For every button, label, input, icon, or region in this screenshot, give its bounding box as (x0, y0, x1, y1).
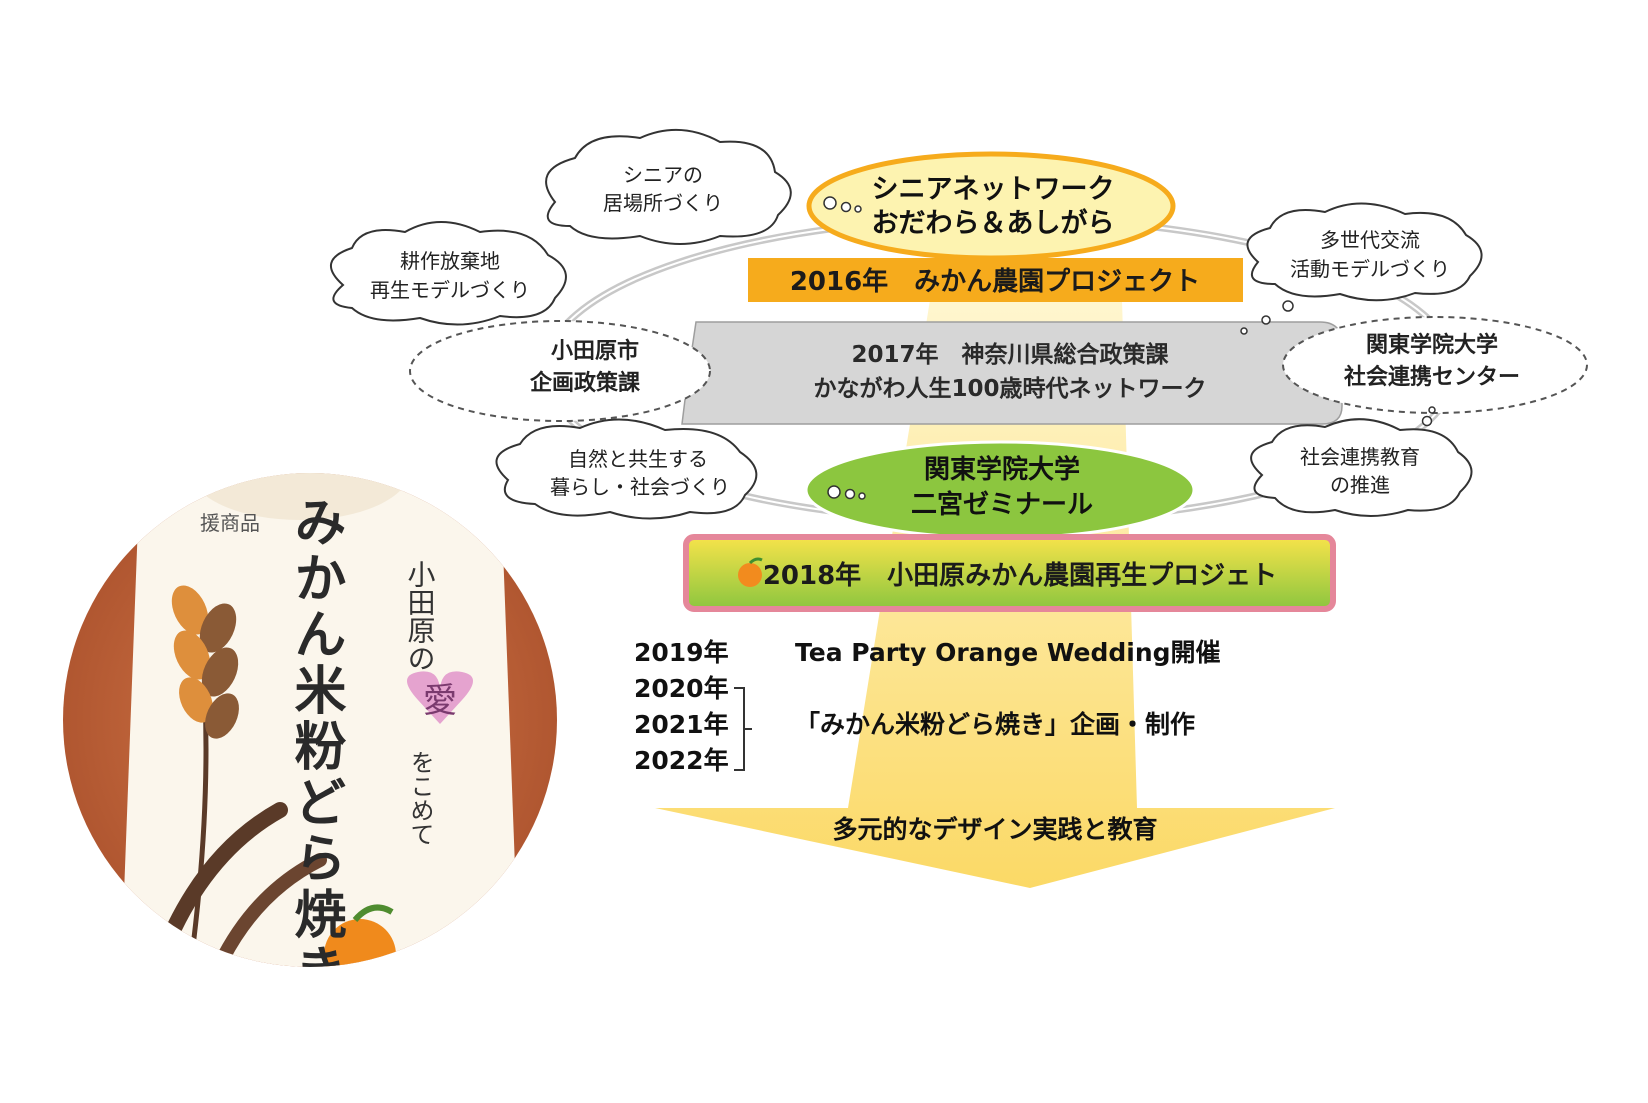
kanto-hub-line2: 二宮ゼミナール (911, 489, 1093, 520)
senior-network-hub (806, 151, 1176, 261)
year-2022: 2022年 (634, 746, 729, 775)
photo-tagline: 小田原の 愛 をこめて (404, 560, 473, 846)
senior-hub-line1: シニアネットワーク (872, 174, 1115, 205)
cloud-odawara-line1: 小田原市 (551, 338, 639, 364)
cloud-nature: 自然と共生する 暮らし・社会づくり (495, 418, 866, 520)
cloud-multigen-line2: 活動モデルづくり (1290, 257, 1450, 281)
cloud-kanto-center-line1: 関東学院大学 (1366, 332, 1498, 358)
cloud-farmland-line1: 耕作放棄地 (400, 249, 500, 273)
orange-icon (738, 563, 762, 587)
cloud-senior-place: シニアの 居場所づくり (545, 129, 862, 245)
product-photo: 援商品 小田原の 愛 をこめて みかん米粉どら焼き (63, 473, 557, 999)
cloud-senior-line1: シニアの (623, 163, 703, 187)
cloud-social-edu-line1: 社会連携教育 (1300, 445, 1420, 469)
project-2017-line1: 2017年 神奈川県総合政策課 (851, 341, 1169, 368)
cloud-social-edu-line2: の推進 (1330, 473, 1390, 497)
mikan-character (324, 904, 396, 967)
photo-corner-label: 援商品 (200, 511, 260, 535)
project-2018-bar (683, 534, 1336, 612)
cloud-multigen: 多世代交流 活動モデルづくり (1240, 202, 1483, 335)
year-bracket (734, 687, 752, 771)
cloud-kanto-center: 関東学院大学 社会連携センター (1282, 316, 1588, 414)
year-2019: 2019年 (634, 638, 729, 667)
year-2021: 2021年 (634, 710, 729, 739)
cloud-farmland-line2: 再生モデルづくり (370, 278, 530, 302)
arrow-conclusion: 多元的なデザイン実践と教育 (832, 815, 1157, 844)
tagline-after: をこめて (406, 750, 434, 846)
cloud-senior-line2: 居場所づくり (603, 191, 723, 215)
project-2016-bar (748, 258, 1243, 302)
cloud-odawara-city: 小田原市 企画政策課 (409, 320, 711, 422)
senior-hub-line2: おだわら＆あしがら (872, 207, 1115, 239)
photo-main-title: みかん米粉どら焼き (285, 495, 346, 999)
kanto-hub-line1: 関東学院大学 (924, 454, 1080, 485)
project-2018-label: 2018年 小田原みかん農園再生プロジェト (763, 560, 1277, 591)
cloud-farmland: 耕作放棄地 再生モデルづくり (330, 221, 567, 352)
cloud-nature-line1: 自然と共生する (568, 447, 708, 471)
tagline-before: 小田原の (404, 560, 437, 672)
year-2020: 2020年 (634, 674, 729, 703)
cloud-odawara-line2: 企画政策課 (529, 370, 641, 396)
heart-icon (407, 671, 473, 724)
cloud-nature-line2: 暮らし・社会づくり (550, 475, 730, 499)
project-2016-label: 2016年 みかん農園プロジェクト (790, 266, 1200, 297)
project-2017-line2: かながわ人生100歳時代ネットワーク (813, 375, 1206, 402)
dorayaki-project: 「みかん米粉どら焼き」企画・制作 (795, 710, 1195, 739)
project-2017-band (681, 321, 1343, 425)
tagline-heart: 愛 (423, 681, 457, 721)
cloud-kanto-center-line2: 社会連携センター (1344, 364, 1520, 390)
cloud-multigen-line1: 多世代交流 (1320, 228, 1420, 252)
wedding-event: Tea Party Orange Wedding開催 (795, 638, 1221, 667)
cloud-social-edu: 社会連携教育 の推進 (1250, 406, 1473, 517)
